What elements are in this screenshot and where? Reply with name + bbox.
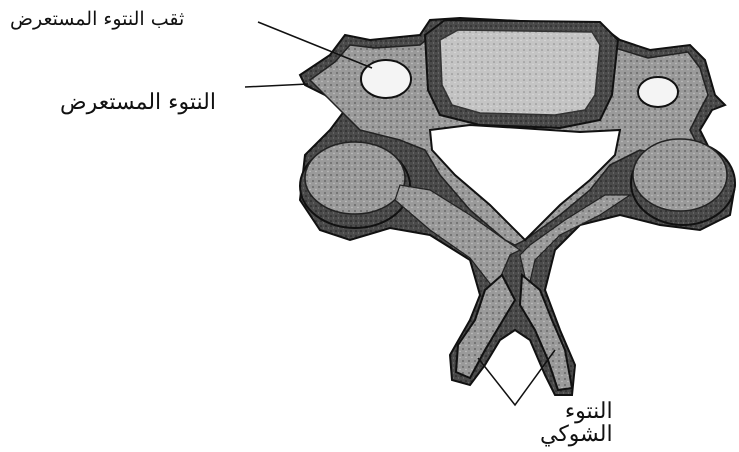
leader-line-transverse-process [245,84,308,87]
label-spinous-process-line1: النتوء [540,400,613,423]
left-articular-facet-surface [305,142,405,214]
right-transverse-foramen [638,77,678,107]
label-transverse-process: النتوء المستعرض [60,92,216,114]
vertebral-body-surface [440,30,600,115]
left-transverse-foramen [361,60,411,98]
label-spinous-process: النتوء الشوكي [540,400,613,446]
right-articular-facet-surface [633,139,727,211]
label-transverse-foramen: ثقب النتوء المستعرض [10,10,184,29]
label-spinous-process-line2: الشوكي [540,423,613,446]
